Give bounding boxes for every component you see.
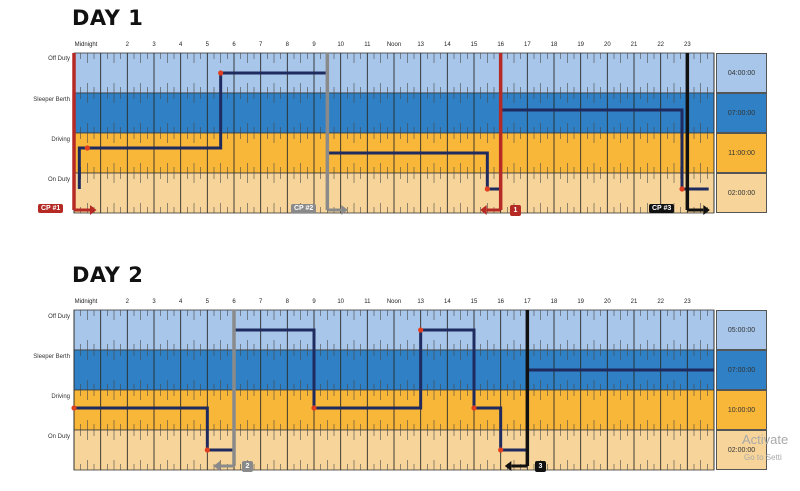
day1-hour-label: 18 [550, 42, 558, 48]
day2-row-label-onduty: On Duty [47, 434, 70, 440]
day1-title: DAY 1 [72, 6, 144, 30]
day1-total-onduty: 02:00:00 [716, 173, 767, 213]
day2-hour-label: 19 [577, 299, 584, 305]
day2-hour-label: 9 [312, 299, 316, 305]
day2-row-label-off: Off Duty [48, 314, 70, 320]
day1-hour-label: 13 [417, 42, 424, 48]
day1-hour-label: 8 [285, 42, 289, 48]
day1-row-label-sleeper: Sleeper Berth [33, 97, 70, 103]
day1-hour-label: 23 [683, 42, 691, 48]
day2-hour-label: 14 [443, 299, 451, 305]
day1-cp3-tag: CP #3 [649, 204, 675, 213]
day1-hour-label: 15 [470, 42, 478, 48]
day2-hour-label: 11 [364, 299, 371, 305]
day2-title: DAY 2 [72, 263, 144, 287]
day1-hour-label: 19 [577, 42, 584, 48]
day2-hour-label: 17 [523, 299, 531, 305]
day1-dot [218, 70, 224, 76]
day1-hour-label: 6 [232, 42, 236, 48]
day1-cp2-tag: CP #2 [291, 204, 317, 213]
day2-marker-2-badge: 2 [242, 461, 253, 472]
day1-total-driving: 11:00:00 [716, 133, 767, 173]
activate-windows-watermark-line2: Go to Setti [744, 453, 782, 462]
day1-dot [84, 145, 90, 151]
day1-status-line-a [77, 71, 328, 189]
day2-hour-label: 2 [125, 299, 129, 305]
day1-row-label-driving: Driving [51, 137, 70, 143]
day2-hour-label: 10 [337, 299, 344, 305]
day2-hour-label: 16 [497, 299, 504, 305]
day1-hour-label: 17 [523, 42, 531, 48]
day2-total-sleeper: 07:00:00 [716, 350, 767, 390]
day2-dot [311, 405, 317, 411]
day2-row-label-driving: Driving [51, 394, 70, 400]
day1-hour-label: 5 [205, 42, 209, 48]
day2-dot [498, 447, 504, 453]
day2-total-driving: 10:00:00 [716, 390, 767, 430]
day1-hour-label: 9 [312, 42, 316, 48]
day1-marker1-arrowhead [480, 205, 487, 215]
day2-hour-label: 5 [205, 299, 209, 305]
day1-hour-label: 14 [443, 42, 451, 48]
day2-hour-label: 20 [603, 299, 611, 305]
day1-cp1-tag: CP #1 [38, 204, 64, 213]
day1-status-line-b [327, 151, 501, 191]
day2-dot [71, 405, 77, 411]
day1-total-sleeper: 07:00:00 [716, 93, 767, 133]
day2-marker3-arrowhead [504, 461, 512, 471]
day2-total-onduty: 02:00:00 [716, 430, 767, 470]
day1-hour-label: 4 [178, 42, 183, 48]
day1-hour-label: 3 [152, 42, 156, 48]
day2-total-off: 05:00:00 [716, 310, 767, 350]
day1-hour-label: Midnight [74, 42, 98, 48]
day2-hour-label: Midnight [74, 299, 98, 305]
activate-windows-watermark-line1: Activate [742, 432, 789, 447]
day1-hour-label: 21 [630, 42, 638, 48]
day2-row-label-sleeper: Sleeper Berth [33, 354, 70, 360]
day2-hour-label: 8 [285, 299, 289, 305]
day1-cp1-arrowhead [90, 205, 97, 215]
day1-hour-label: 10 [337, 42, 344, 48]
day2-hour-label: 23 [683, 299, 691, 305]
day1-status-line-c [500, 108, 709, 191]
day2-hour-label: 6 [232, 299, 236, 305]
day2-hour-label: Noon [386, 299, 402, 305]
day2-hour-label: 4 [178, 299, 183, 305]
day1-hour-label: 2 [125, 42, 129, 48]
day1-dot [484, 186, 490, 192]
day2-dot [418, 327, 424, 333]
day2-hour-label: 7 [258, 299, 263, 305]
day1-hour-label: Noon [386, 42, 402, 48]
day1-row-label-onduty: On Duty [47, 177, 70, 183]
day1-cp3-arrowhead [703, 205, 710, 215]
day1-hour-label: 7 [258, 42, 263, 48]
day2-hour-label: 3 [152, 299, 156, 305]
day1-total-off: 04:00:00 [716, 53, 767, 93]
day1-dot [679, 186, 685, 192]
day1-marker-1-badge: 1 [510, 205, 521, 216]
day2-marker2-arrowhead [213, 461, 220, 471]
day1-row-label-off: Off Duty [48, 56, 70, 62]
day2-hour-label: 13 [417, 299, 424, 305]
day2-hour-label: 18 [550, 299, 558, 305]
day2-hour-label: 22 [657, 299, 664, 305]
day2-status-line-a [74, 406, 234, 452]
day2-hour-label: 21 [630, 299, 638, 305]
day1-hour-label: 20 [603, 42, 611, 48]
day1-hour-label: 11 [364, 42, 371, 48]
day1-hour-label: 22 [657, 42, 664, 48]
day2-dot [471, 405, 477, 411]
day2-status-line-b [234, 328, 528, 452]
day1-cp2-arrowhead [341, 205, 348, 215]
day2-hour-label: 15 [470, 299, 478, 305]
day1-hour-label: 16 [497, 42, 504, 48]
day2-dot [204, 447, 210, 453]
day2-marker-3-badge: 3 [535, 461, 546, 472]
